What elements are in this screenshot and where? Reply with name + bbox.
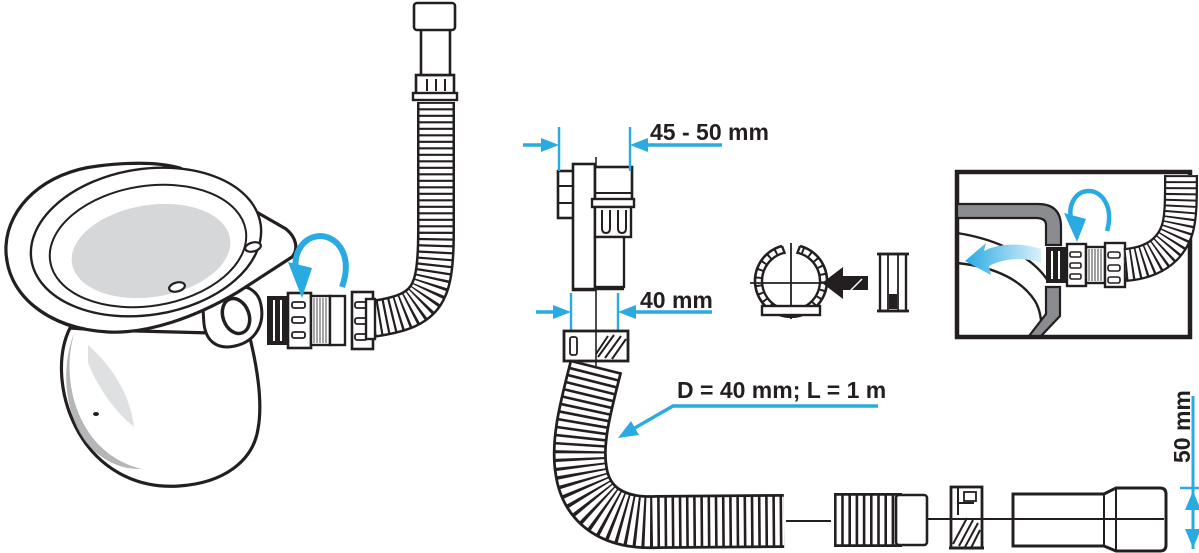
inlet-pipe <box>412 1 457 77</box>
soil-pipe-upper-wall <box>955 202 1063 247</box>
hose-end-ring <box>364 297 377 341</box>
pipe-clip-side-view <box>877 252 909 313</box>
rim-under-lip <box>5 257 81 331</box>
coupling-nut-cutaway <box>562 329 630 363</box>
elbow-hose <box>552 359 785 550</box>
soil-pipe-lower-wall <box>1026 285 1062 338</box>
dimension-arrow-icon <box>1185 529 1199 548</box>
nut-slot <box>291 316 306 324</box>
dimension-50: 50 mm <box>1169 390 1199 549</box>
nut-slot <box>291 331 306 339</box>
dimension-label-width-range: 45 - 50 mm <box>650 119 769 145</box>
dimension-arrow-icon <box>630 138 648 152</box>
top-nut <box>411 73 459 102</box>
clip-base <box>760 304 822 317</box>
insertion-flow-arrow-icon <box>965 243 1041 275</box>
connector-sleeve <box>328 294 347 347</box>
pedestal-shading <box>66 334 142 470</box>
dimension-label-pipe-diameter: 50 mm <box>1169 390 1195 463</box>
bowl-cavity-shade <box>71 203 231 299</box>
clip-assembly-arrow-icon <box>822 267 868 299</box>
dimension-40: 40 mm <box>536 287 713 331</box>
toilet-pedestal <box>59 326 262 488</box>
dimension-arrow-icon <box>541 138 559 152</box>
dimension-arrow-icon <box>618 305 636 319</box>
hose-spec-callout: D = 40 mm; L = 1 m <box>618 377 886 438</box>
toilet-illustration <box>4 161 298 488</box>
bolt-hole-left <box>168 281 186 293</box>
installed-connector <box>267 290 375 351</box>
pipe-clip-front-view <box>750 243 830 319</box>
dimension-45-50: 45 - 50 mm <box>523 119 769 171</box>
nut-slot <box>291 301 306 309</box>
rotation-arrow-small-icon <box>1064 188 1112 242</box>
rib-lines <box>313 298 327 343</box>
hose-smooth-end <box>894 493 929 547</box>
hose-spec-label: D = 40 mm; L = 1 m <box>677 377 886 403</box>
pedestal-shading-soft <box>88 345 134 427</box>
detail-hose <box>1123 174 1198 282</box>
detail-connector <box>1046 241 1127 289</box>
hose-second-segment <box>834 493 929 547</box>
rubber-seal <box>267 296 288 345</box>
rotation-arrow-icon <box>288 232 349 298</box>
dimension-arrow-icon <box>1185 491 1199 510</box>
main-flexible-hose <box>364 102 455 341</box>
dimension-label-outlet-diameter: 40 mm <box>640 287 713 313</box>
detail-inset <box>954 169 1198 340</box>
leader-arrow-icon <box>618 421 639 438</box>
bottom-coupling-nut-cutaway <box>949 485 984 550</box>
connector-side-view <box>556 162 636 292</box>
bolt-hole-right <box>244 241 262 253</box>
dimension-arrow-icon <box>553 305 571 319</box>
outlet-horn-hole <box>220 296 252 336</box>
pedestal-dot <box>93 412 99 416</box>
